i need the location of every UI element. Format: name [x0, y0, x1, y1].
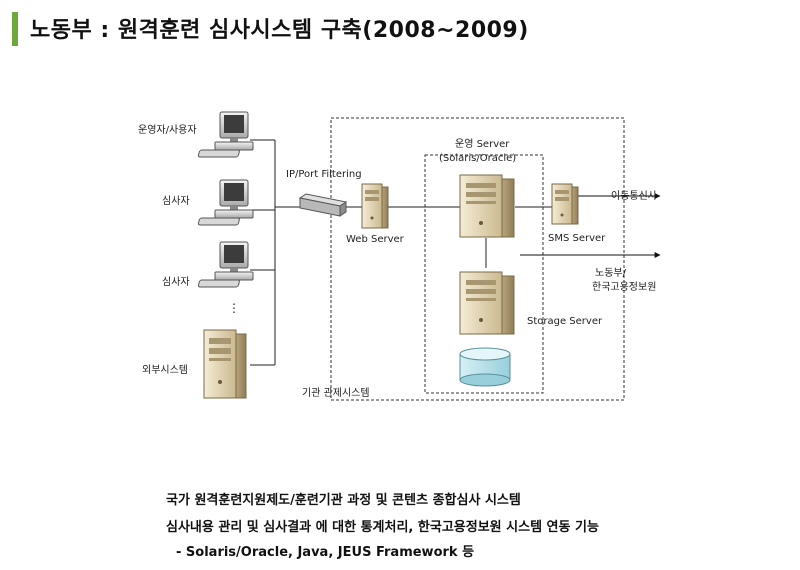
summary-line-1: 국가 원격훈련지원제도/훈련기관 과정 및 콘텐츠 종합심사 시스템 — [166, 493, 521, 508]
client-label-operator: 운영자/사용자 — [138, 124, 197, 136]
client-ellipsis: ⋮ — [228, 301, 240, 315]
title-accent-bar — [12, 12, 18, 46]
sms-server-icon — [551, 183, 579, 225]
storage-server-icon — [459, 271, 515, 335]
sms-server-label: SMS Server — [548, 233, 606, 244]
client-pc-icon — [197, 241, 254, 288]
firewall-label: IP/Port Filtering — [286, 169, 362, 180]
firewall-router-icon — [298, 193, 348, 217]
connection-lines — [250, 139, 552, 366]
storage-server-label: Storage Server — [527, 316, 603, 327]
client-label-external-system: 외부시스템 — [142, 364, 188, 376]
summary-line-2: 심사내용 관리 및 심사결과 에 대한 통계처리, 한국고용정보원 시스템 연동… — [166, 520, 599, 535]
client-pc-icon — [197, 111, 254, 158]
client-label-reviewer-2: 심사자 — [162, 276, 190, 288]
mobile-carrier-label: 이동통신사 — [611, 190, 657, 202]
ops-server-sublabel: (Solaris/Oracle) — [439, 153, 516, 164]
ops-server-icon — [459, 174, 515, 238]
ops-server-label: 운영 Server — [455, 138, 510, 150]
external-system-server-icon — [203, 329, 247, 399]
web-server-label: Web Server — [346, 234, 405, 245]
database-icon — [459, 347, 511, 387]
summary-line-3: - Solaris/Oracle, Java, JEUS Framework 등 — [176, 545, 475, 560]
page-title: 노동부 : 원격훈련 심사시스템 구축(2008~2009) — [30, 18, 529, 43]
web-server-icon — [361, 183, 389, 229]
agency-system-boundary — [330, 117, 625, 401]
agency-system-label: 기관 관제시스템 — [302, 387, 370, 399]
client-label-reviewer-1: 심사자 — [162, 195, 190, 207]
ministry-label-line2: 한국고용정보원 — [592, 281, 656, 293]
ministry-label-line1: 노동부/ — [595, 267, 627, 279]
client-pc-icon — [197, 179, 254, 226]
ops-server-boundary — [424, 154, 544, 394]
